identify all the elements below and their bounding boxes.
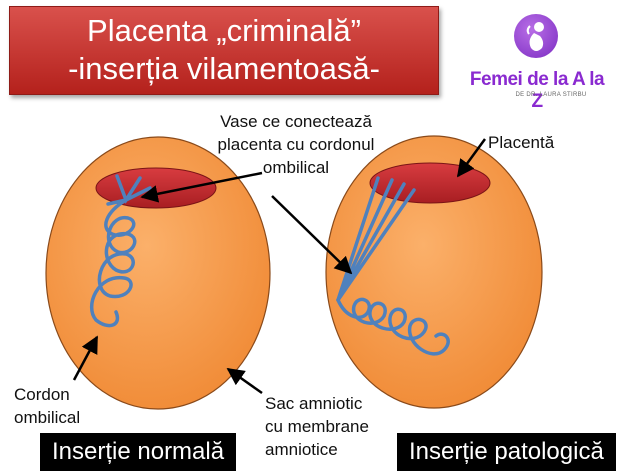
label-vessels: Vase ce conectează placenta cu cordonul … [217, 112, 375, 177]
arrow-sac [226, 367, 263, 395]
title-line-1: Placenta „criminală” [87, 13, 361, 48]
caption-pathologic-insertion: Inserție patologică [397, 433, 616, 471]
label-cord: Cordon ombilical [14, 385, 81, 427]
logo-name: Femei de la A la Z [469, 69, 605, 112]
logo-byline: DE DR. LAURA STIRBU [515, 92, 587, 98]
label-amniotic-sac: Sac amniotic cu membrane amniotice [265, 394, 369, 459]
arrow-cord [72, 335, 99, 381]
amniotic-sac-normal [45, 136, 271, 410]
umbilical-cord-normal [89, 174, 152, 328]
title-line-2: -inserția vilamentoasă- [68, 51, 380, 86]
title-banner: Placenta „criminală” -inserția vilamento… [9, 6, 439, 95]
brand-logo: Femei de la A la Z DE DR. LAURA STIRBU [462, 14, 612, 112]
woman-silhouette-icon [514, 14, 558, 58]
caption-normal-insertion: Inserție normală [40, 433, 237, 471]
arrow-vessels-pathologic [271, 195, 353, 275]
arrow-vessels-normal [140, 171, 263, 203]
arrow-placenta [456, 138, 487, 178]
umbilical-cord-pathologic [336, 176, 450, 356]
label-placenta: Placentă [488, 133, 555, 152]
